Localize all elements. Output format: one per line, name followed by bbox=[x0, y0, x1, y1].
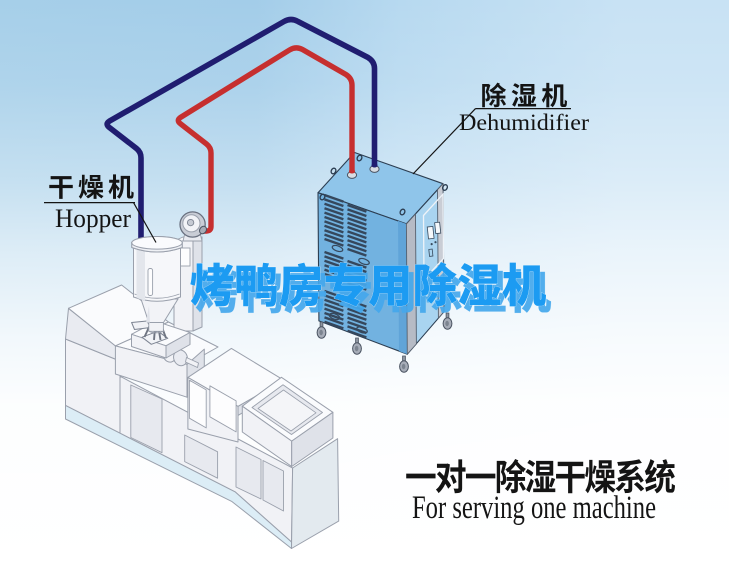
svg-text:Dehumidifier: Dehumidifier bbox=[459, 110, 589, 136]
svg-text:For serving one machine: For serving one machine bbox=[412, 490, 656, 526]
svg-text:Hopper: Hopper bbox=[55, 204, 131, 233]
